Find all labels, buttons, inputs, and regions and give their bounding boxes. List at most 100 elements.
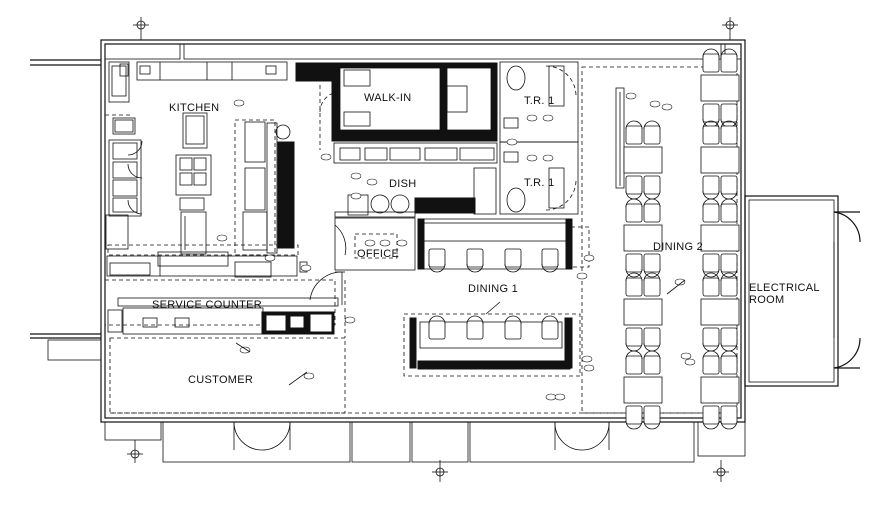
equipment-tag [506, 138, 518, 146]
chair [720, 198, 738, 223]
chair [643, 272, 661, 297]
column-markers [127, 17, 738, 482]
chair [625, 253, 643, 278]
equipment-tag [216, 234, 228, 242]
dining-table [700, 198, 740, 278]
chair [720, 175, 738, 200]
equipment-tag [350, 192, 362, 200]
column-marker-bottom-left [127, 440, 143, 463]
dining-2-seating [581, 48, 740, 430]
chair [702, 272, 720, 297]
service-counter [104, 279, 339, 335]
equipment-tag [661, 103, 673, 111]
chair [466, 248, 484, 273]
direction-arrows [235, 279, 686, 386]
chair [428, 315, 446, 340]
chair [720, 327, 738, 352]
customer-label: CUSTOMER [188, 374, 253, 386]
dining-table [623, 198, 663, 278]
walk-in-label: WALK-IN [364, 92, 412, 104]
equipment-tag [583, 254, 595, 262]
equipment-tag [239, 346, 251, 354]
exterior-walls [30, 39, 746, 463]
chair [643, 175, 661, 200]
chair [702, 327, 720, 352]
chair [702, 120, 720, 145]
equipment-tag [344, 316, 356, 324]
chair [504, 248, 522, 273]
toilet-rooms [499, 61, 579, 215]
walk-in-cooler [319, 62, 498, 142]
chair [720, 350, 738, 375]
equipment-tag [303, 372, 315, 380]
chair [643, 198, 661, 223]
equipment-tag [542, 154, 554, 162]
dining-table [700, 272, 740, 352]
equipment-tag [684, 358, 696, 366]
equipment-tag [320, 153, 332, 161]
electrical-room-label-line-1: ELECTRICAL [749, 282, 820, 294]
equipment-tags [216, 92, 696, 401]
chair [720, 120, 738, 145]
dining-table [623, 350, 663, 430]
office [309, 217, 416, 305]
chair [702, 253, 720, 278]
dining-table [623, 120, 663, 200]
chair [625, 120, 643, 145]
chair [720, 103, 738, 128]
chair [702, 175, 720, 200]
column-marker-top-left [133, 17, 149, 40]
room-labels: KITCHEN WALK-IN T.R. 1 T.R. 1 DISH OFFIC… [152, 92, 820, 386]
kitchen-equipment [105, 61, 333, 278]
chair [625, 272, 643, 297]
chair [625, 198, 643, 223]
chair [643, 327, 661, 352]
column-marker-bottom-mid [432, 460, 448, 482]
dish-area [333, 142, 498, 218]
equipment-tag [379, 239, 391, 247]
dining-table [700, 350, 740, 430]
chair [428, 248, 446, 273]
equipment-tag [264, 254, 276, 262]
chair [720, 48, 738, 73]
equipment-tag [581, 355, 593, 363]
chair [720, 272, 738, 297]
office-label: OFFICE [357, 248, 399, 260]
chair [720, 405, 738, 430]
dining-table [700, 48, 740, 128]
dining-1-label: DINING 1 [468, 283, 518, 295]
chair [625, 327, 643, 352]
chair [702, 198, 720, 223]
equipment-tag [625, 92, 637, 100]
storefront-doors [233, 421, 610, 451]
equipment-tag [649, 100, 661, 108]
chair [643, 350, 661, 375]
toilet-room-2-label: T.R. 1 [524, 177, 555, 189]
service-counter-label: SERVICE COUNTER [152, 299, 262, 311]
equipment-tag [545, 393, 557, 401]
chair [625, 175, 643, 200]
toilet-room-1-label: T.R. 1 [524, 95, 555, 107]
dining-2-label: DINING 2 [653, 241, 703, 253]
equipment-tag [576, 272, 588, 280]
electrical-room-walls [744, 195, 861, 387]
dining-1-seating [403, 218, 590, 377]
chair [541, 315, 559, 340]
chair [541, 248, 559, 273]
chair [643, 253, 661, 278]
chair [625, 405, 643, 430]
dining-table [623, 272, 663, 352]
kitchen-label: KITCHEN [169, 102, 219, 114]
equipment-tag [300, 264, 312, 272]
equipment-tag [583, 364, 595, 372]
equipment-tag [674, 278, 686, 286]
chair [643, 120, 661, 145]
chair [720, 253, 738, 278]
chair [466, 315, 484, 340]
chair [702, 350, 720, 375]
equipment-tag [233, 99, 245, 107]
equipment-tag [554, 393, 566, 401]
column-marker-top-right [722, 17, 738, 40]
equipment-tag [396, 239, 408, 247]
equipment-tag [350, 172, 362, 180]
